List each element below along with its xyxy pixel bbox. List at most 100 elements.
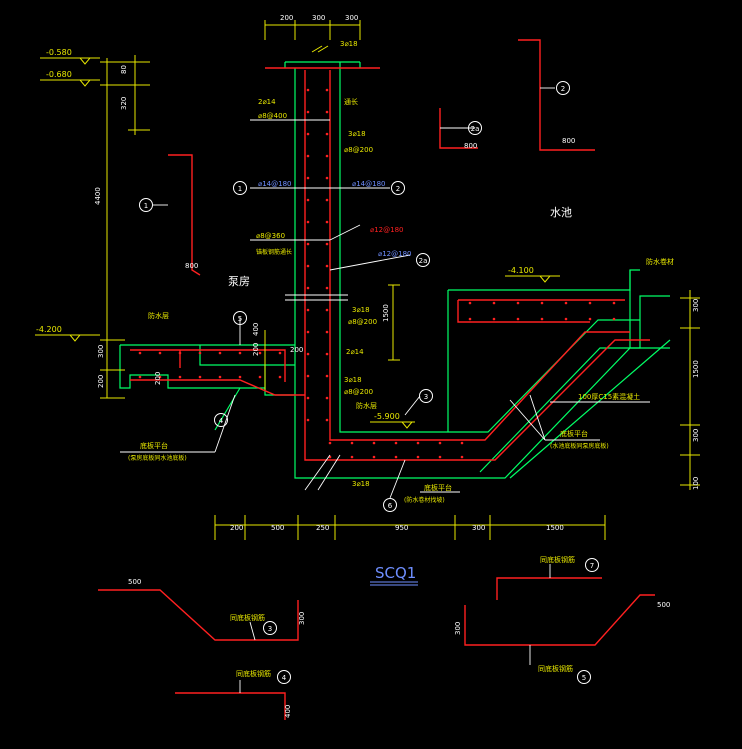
annotation-text: 同底板钢筋	[538, 664, 573, 673]
annotation-text: 泵房	[228, 275, 250, 288]
rebar-dot	[540, 317, 544, 321]
annotation-text: 200	[252, 343, 260, 356]
annotation-text: 2⌀14	[258, 98, 276, 106]
rebar-dot	[325, 374, 329, 378]
section-marker-label: 5	[238, 315, 242, 323]
annotation-text: 防水层	[356, 401, 377, 410]
section-marker-circle	[585, 558, 599, 572]
section-marker-circle	[419, 389, 433, 403]
annotation-text: 底板平台	[424, 483, 452, 492]
annotation-text: ⌀8@400	[258, 112, 287, 120]
annotation-text: 水池	[550, 206, 572, 219]
rebar-dot	[306, 242, 310, 246]
rebar-dot	[372, 455, 376, 459]
annotation-text: 300	[692, 429, 700, 442]
annotation-text: 4400	[94, 187, 102, 205]
rebar-dot	[460, 455, 464, 459]
rebar-dot	[325, 154, 329, 158]
section-marker-label: 1	[238, 185, 242, 193]
rebar-dot	[325, 352, 329, 356]
annotation-text: 500	[657, 601, 670, 609]
annotation-text: 3⌀18	[352, 480, 370, 488]
rebar-dot	[325, 88, 329, 92]
section-marker-label: 2a	[419, 257, 428, 265]
rebar-dot	[372, 441, 376, 445]
annotation-text: 800	[562, 137, 575, 145]
annotation-text: (泵房底板同水池底板)	[128, 454, 187, 462]
rebar-dot	[394, 455, 398, 459]
rebar-dot	[306, 176, 310, 180]
section-marker-label: 1	[144, 202, 148, 210]
rebar-dot	[278, 375, 282, 379]
rebar-dot	[516, 301, 520, 305]
section-marker-label: 4	[282, 674, 287, 682]
annotation-text: 1500	[382, 304, 390, 322]
annotation-text: 1500	[546, 524, 564, 532]
section-marker-circle	[263, 621, 277, 635]
annotation-text: -0.680	[46, 70, 72, 79]
rebar-dot	[325, 308, 329, 312]
section-marker-label: 2	[561, 85, 565, 93]
rebar-dot	[306, 88, 310, 92]
rebar-dot	[416, 441, 420, 445]
rebar-dot	[306, 154, 310, 158]
annotation-text: 100	[692, 477, 700, 490]
rebar-dot	[325, 264, 329, 268]
drawing-title: SCQ1	[375, 564, 416, 582]
rebar-dot	[325, 286, 329, 290]
rebar-dot	[306, 198, 310, 202]
rebar-dot	[306, 374, 310, 378]
annotation-text: -4.200	[36, 325, 62, 334]
annotation-text: 300	[298, 612, 306, 625]
section-marker-circle	[577, 670, 591, 684]
section-marker-circle	[233, 311, 247, 325]
rebar-dots	[138, 88, 616, 459]
annotation-text: 250	[316, 524, 329, 532]
rebar-dot	[178, 351, 182, 355]
rebar-dot	[278, 351, 282, 355]
annotation-text: ⌀8@200	[344, 388, 373, 396]
annotation-text: 800	[464, 142, 477, 150]
section-marker-circle	[214, 413, 228, 427]
section-marker-label: 3	[268, 625, 272, 633]
section-marker-label: 6	[388, 502, 393, 510]
leader-lines	[120, 87, 650, 693]
annotation-text: 400	[284, 705, 292, 718]
rebar-dot	[306, 308, 310, 312]
rebar-dot	[306, 330, 310, 334]
annotation-text: 2⌀14	[346, 348, 364, 356]
rebar-dot	[306, 396, 310, 400]
annotation-text: 3⌀18	[344, 376, 362, 384]
annotation-text: 3⌀18	[352, 306, 370, 314]
rebar-dot	[492, 317, 496, 321]
rebar-dot	[492, 301, 496, 305]
annotation-text: 950	[395, 524, 408, 532]
annotation-text: 3⌀18	[348, 130, 366, 138]
annotation-text: 同底板钢筋	[236, 669, 271, 678]
annotation-text: (水池底板同泵房底板)	[550, 442, 609, 450]
rebar-dot	[325, 220, 329, 224]
annotation-text: -0.580	[46, 48, 72, 57]
rebar-dot	[438, 455, 442, 459]
rebar-dot	[198, 351, 202, 355]
rebar-dot	[306, 110, 310, 114]
annotation-text: 同底板钢筋	[230, 613, 265, 622]
annotation-text: ⌀8@200	[344, 146, 373, 154]
annotation-text: 200	[280, 14, 293, 22]
section-marker-circle	[416, 253, 430, 267]
rebar-dot	[158, 375, 162, 379]
rebar-dot	[540, 301, 544, 305]
annotation-text: 800	[185, 262, 198, 270]
section-marker-circle	[556, 81, 570, 95]
rebar-dot	[516, 317, 520, 321]
annotation-text: ⌀12@180	[370, 226, 403, 234]
rebar-dot	[325, 176, 329, 180]
rebar-dot	[306, 132, 310, 136]
rebar-dot	[306, 352, 310, 356]
rebar-dot	[138, 351, 142, 355]
rebar-dot	[325, 330, 329, 334]
rebar-dot	[328, 441, 332, 445]
section-marker-circle	[383, 498, 397, 512]
